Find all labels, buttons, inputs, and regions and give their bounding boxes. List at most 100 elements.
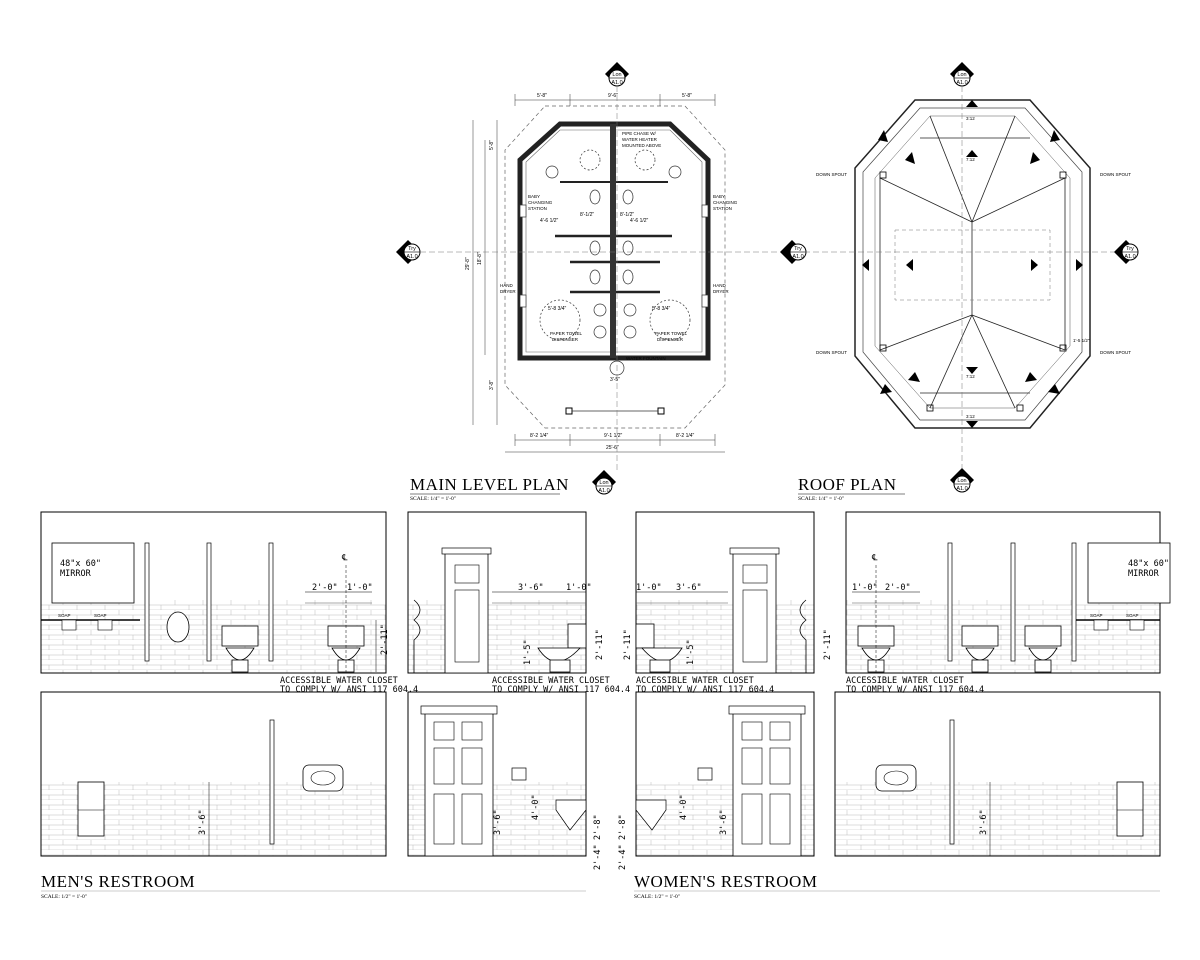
soap-w-1: SOAP — [1090, 613, 1103, 618]
label-pipe-chase: PIPE CHASE W/ — [622, 131, 657, 136]
mirror-size: 48"x 60" — [60, 559, 101, 569]
dim-d6: 5'-8 3/4" — [652, 306, 671, 312]
womens-scale: SCALE: 1/2" = 1'-0" — [634, 894, 680, 900]
svg-text:Lon: Lon — [957, 478, 966, 484]
dim-inner-h: 18'-8" — [477, 252, 483, 265]
soap-2: SOAP — [94, 613, 107, 618]
mens-title: MEN'S RESTROOM — [41, 872, 195, 891]
plan-exterior-wall — [517, 121, 711, 361]
mirror-label-w: MIRROR — [1128, 569, 1160, 579]
marker-lon-roof-top: Lon A1.0 — [950, 62, 974, 87]
accessible-2-b: TO COMPLY W/ ANSI 117 604.4 — [492, 685, 630, 695]
svg-text:Lon: Lon — [599, 480, 608, 486]
label-station-r: STATION — [713, 206, 732, 211]
centerline-womens: ℄ — [871, 553, 878, 563]
marker-try-left: Try A1.0 — [396, 240, 421, 264]
svg-text:A1.0: A1.0 — [611, 80, 622, 86]
svg-text:Lon: Lon — [612, 72, 621, 78]
label-dispenser-r: DISPENSER — [657, 337, 684, 342]
accessible-4-a: ACCESSIBLE WATER CLOSET — [846, 676, 964, 686]
trash-cabinet-w — [1116, 781, 1144, 837]
elevation-womens-rear: 3'-6" — [834, 691, 1161, 857]
mens-scale: SCALE: 1/2" = 1'-0" — [41, 894, 87, 900]
sink-mens — [302, 764, 344, 792]
main-plan-scale: SCALE: 1/4" = 1'-0" — [410, 496, 456, 502]
plan-fixtures — [519, 149, 709, 376]
roof-plan-scale: SCALE: 1/4" = 1'-0" — [798, 496, 844, 502]
label-dryer-l: DRYER — [500, 289, 516, 294]
dim-3-6-womens: 3'-6" — [676, 583, 702, 593]
dim-1-0-womens-b: 1'-0" — [852, 583, 878, 593]
dim-left-a: 5'-8" — [489, 140, 495, 150]
soap-1: SOAP — [58, 613, 71, 618]
toilet-accessible-womens — [635, 623, 683, 673]
marker-lon-bottom: Lon A1.0 — [592, 470, 616, 495]
svg-text:Try: Try — [794, 246, 802, 252]
roof-overhang: 1'-5 1/2" — [1073, 338, 1090, 343]
roof-pitch-bot: 3:12 — [966, 414, 975, 419]
svg-text:Lon: Lon — [957, 72, 966, 78]
dim-3-6-mens: 3'-6" — [518, 583, 544, 593]
dim-top-right: 5'-8" — [682, 93, 692, 99]
label-dispenser-l: DISPENSER — [552, 337, 579, 342]
dim-top-mid: 9'-6" — [608, 93, 618, 99]
down-spout-tr: DOWN SPOUT — [1100, 172, 1131, 177]
womens-title: WOMEN'S RESTROOM — [634, 872, 817, 891]
dim-3-6-mens-door: 3'-6" — [493, 809, 503, 835]
accessible-4-b: TO COMPLY W/ ANSI 117 604.4 — [846, 685, 984, 695]
toilet-accessible-mens — [537, 623, 587, 673]
dim-d5: 5'-8 3/4" — [548, 306, 567, 312]
label-hand-l: HAND — [500, 283, 514, 288]
accessible-1-b: TO COMPLY W/ ANSI 117 604.4 — [280, 685, 418, 695]
dim-1-0-mens: 1'-0" — [347, 583, 373, 593]
elevation-mens-accessible: 3'-6" 1'-0" 1'-5" 2'-11" — [407, 511, 605, 674]
svg-text:A1.0: A1.0 — [1124, 254, 1135, 260]
mirror-label: MIRROR — [60, 569, 92, 579]
svg-text:Try: Try — [408, 246, 416, 252]
marker-lon-roof-bottom: Lon A1.0 — [950, 468, 974, 493]
label-paper-towel-r: PAPER TOWEL — [655, 331, 688, 336]
dim-4-0-mens: 4'-0" — [531, 794, 541, 820]
elevation-mens-rear: 3'-6" — [40, 691, 387, 857]
label-water-heater: WATER HEATER — [622, 137, 658, 142]
dim-3-6-womens-door: 3'-6" — [719, 809, 729, 835]
sink-womens — [875, 764, 917, 792]
dim-fountain: 3'-5" — [610, 377, 620, 383]
label-dryer-r: DRYER — [713, 289, 729, 294]
roof-outline-outer — [854, 99, 1091, 429]
down-spout-br: DOWN SPOUT — [1100, 350, 1131, 355]
marker-try-roof-right: Try A1.0 — [1114, 240, 1139, 264]
marker-lon-top: Lon A1.0 — [605, 62, 629, 87]
dim-1-5-womens: 1'-5" — [686, 639, 696, 665]
accessible-3-a: ACCESSIBLE WATER CLOSET — [636, 676, 754, 686]
plan-center-wall — [610, 124, 616, 358]
dim-3-6-mens-rear: 3'-6" — [198, 809, 208, 835]
trash-cabinet — [77, 781, 105, 837]
label-hand-r: HAND — [713, 283, 727, 288]
roof-pitch-top: 3:12 — [966, 116, 975, 121]
dim-2-11-womens-b: 2'-11" — [823, 629, 833, 660]
label-mounted-above: MOUNTED ABOVE — [622, 143, 661, 148]
dim-overall-w: 25'-6" — [606, 445, 619, 451]
elevation-womens-door: 3'-6" 4'-0" 2'-8" 2'-4" — [618, 691, 815, 870]
elevation-mens-door: 3'-6" 4'-0" 2'-8" 2'-4" — [407, 691, 603, 870]
accessible-3-b: TO COMPLY W/ ANSI 117 604.4 — [636, 685, 774, 695]
elevation-womens-stalls: 48"x 60" MIRROR SOAP SOAP 1'-0" 2'-0" ℄ … — [823, 511, 1171, 674]
label-baby-l: BABY — [528, 194, 540, 199]
dim-4-0-womens: 4'-0" — [679, 794, 689, 820]
label-changing-r: CHANGING — [713, 200, 738, 205]
main-level-plan: 5'-8" 9'-6" 5'-8" 29'-8" 18'-8" 5'-8" 3'… — [396, 62, 807, 495]
svg-text:Try: Try — [1126, 246, 1134, 252]
roof-pitch-7-top: 7:12 — [966, 157, 975, 162]
roof-plan: 3:12 7:12 7:12 3:12 DOWN SPOUT DOWN SPOU… — [804, 62, 1139, 493]
svg-text:A1.0: A1.0 — [792, 254, 803, 260]
mirror-w — [1087, 542, 1171, 604]
roof-pitch-7-bot: 7:12 — [966, 374, 975, 379]
dim-2-0-womens: 2'-0" — [885, 583, 911, 593]
dim-2-8-mens: 2'-8" — [593, 814, 603, 840]
dim-2-11-mens: 2'-11" — [380, 624, 390, 655]
dim-bot-left: 8'-2 1/4" — [530, 433, 549, 439]
dim-2-11-womens: 2'-11" — [623, 629, 633, 660]
label-paper-towel-l: PAPER TOWEL — [550, 331, 583, 336]
dim-2-11-mens-b: 2'-11" — [595, 629, 605, 660]
